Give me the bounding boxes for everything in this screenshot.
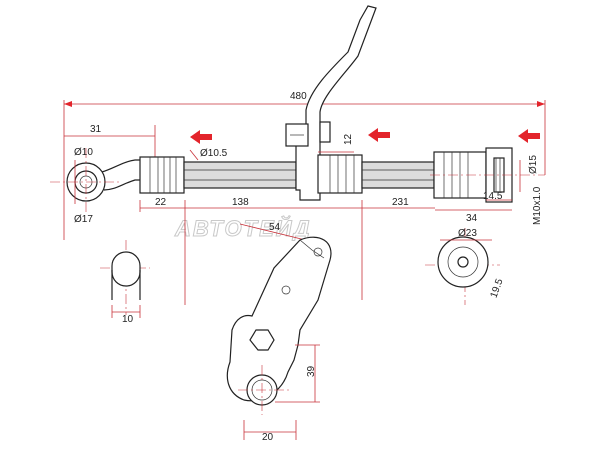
- bracket-height-label: 39: [306, 365, 317, 377]
- hose-section-1-dimension: 138: [185, 197, 318, 209]
- end-thread-length-label: 14.5: [483, 191, 503, 202]
- end-length-label: 34: [466, 213, 478, 224]
- banjo-eye: Ø10 Ø17: [50, 147, 142, 225]
- hose-section-2: [361, 161, 435, 189]
- hose-section-2-dimension: 231: [318, 197, 435, 300]
- hose-section-2-label: 231: [392, 197, 409, 208]
- bracket-base-label: 20: [262, 432, 274, 443]
- bracket-angle-length-label: 54: [269, 222, 281, 233]
- round-dia-label: Ø23: [458, 228, 477, 239]
- eye-offset-dimension: 31: [64, 124, 156, 160]
- fitting-length-dimension: 22: [139, 197, 186, 305]
- end-dia-label: Ø15: [528, 155, 539, 174]
- eye-outer-dia-label: Ø17: [74, 214, 93, 225]
- fitting-length-label: 22: [155, 197, 167, 208]
- hose-section-1: [183, 161, 297, 189]
- overall-length-dimension: 480: [63, 91, 546, 240]
- fitting-right: [430, 147, 545, 203]
- flow-arrow-center: [368, 128, 390, 142]
- round-end-view: Ø23 19.5: [425, 228, 506, 305]
- eye-offset-label: 31: [90, 124, 102, 135]
- bracket-side-view: 54 20 39: [226, 222, 332, 443]
- flow-arrow-right: [518, 129, 540, 143]
- eye-side-width-label: 10: [122, 314, 134, 325]
- flow-arrow-left: [190, 130, 212, 144]
- end-dimensions: Ø15 14.5 34 M10x1.0: [435, 155, 543, 225]
- fitting-left: Ø10.5: [139, 148, 228, 194]
- overall-length-label: 480: [290, 91, 307, 102]
- middle-bracket: 12: [285, 5, 377, 201]
- eye-side-view: 10: [100, 240, 150, 325]
- bracket-width-label: 12: [343, 133, 354, 145]
- hose-section-1-label: 138: [232, 197, 249, 208]
- fitting-bore-label: Ø10.5: [200, 148, 228, 159]
- watermark: АВТОТЕЙД: [174, 215, 311, 241]
- thread-label: M10x1.0: [532, 186, 543, 225]
- round-offset-label: 19.5: [489, 277, 506, 299]
- eye-inner-dia-label: Ø10: [74, 147, 93, 158]
